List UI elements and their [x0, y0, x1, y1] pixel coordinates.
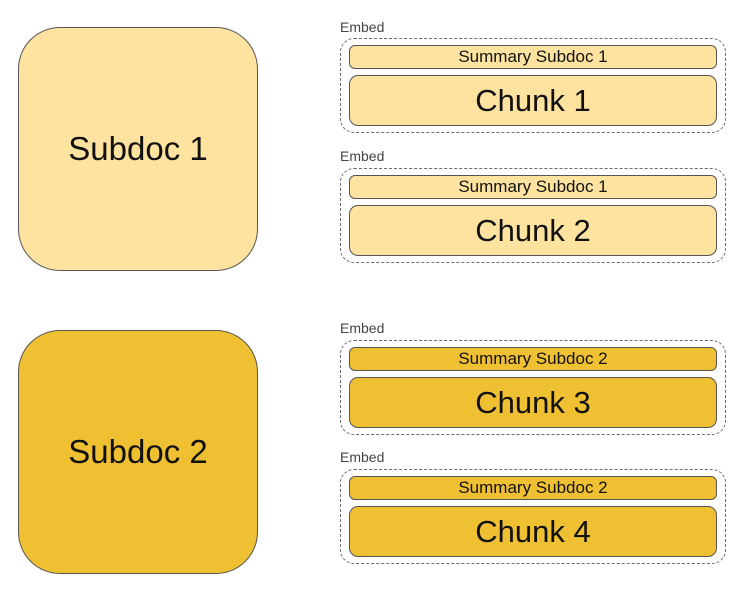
summary-bar-1: Summary Subdoc 1 — [349, 45, 717, 69]
chunk-box-1: Chunk 1 — [349, 75, 717, 126]
subdoc-1-box: Subdoc 1 — [18, 27, 258, 271]
embed-label-1: Embed — [340, 19, 385, 35]
chunk-box-3: Chunk 3 — [349, 377, 717, 428]
subdoc-1-label: Subdoc 1 — [68, 130, 208, 167]
summary-bar-2: Summary Subdoc 1 — [349, 175, 717, 199]
subdoc-2-label: Subdoc 2 — [68, 433, 208, 470]
chunk-box-4: Chunk 4 — [349, 506, 717, 557]
chunk-box-2: Chunk 2 — [349, 205, 717, 256]
embed-group-3: Summary Subdoc 2 Chunk 3 — [340, 340, 726, 435]
embed-group-1: Summary Subdoc 1 Chunk 1 — [340, 38, 726, 133]
summary-bar-4: Summary Subdoc 2 — [349, 476, 717, 500]
embed-group-4: Summary Subdoc 2 Chunk 4 — [340, 469, 726, 564]
embed-group-2: Summary Subdoc 1 Chunk 2 — [340, 168, 726, 263]
embed-label-3: Embed — [340, 320, 385, 336]
embed-label-2: Embed — [340, 148, 385, 164]
embed-label-4: Embed — [340, 449, 385, 465]
subdoc-2-box: Subdoc 2 — [18, 330, 258, 574]
summary-bar-3: Summary Subdoc 2 — [349, 347, 717, 371]
